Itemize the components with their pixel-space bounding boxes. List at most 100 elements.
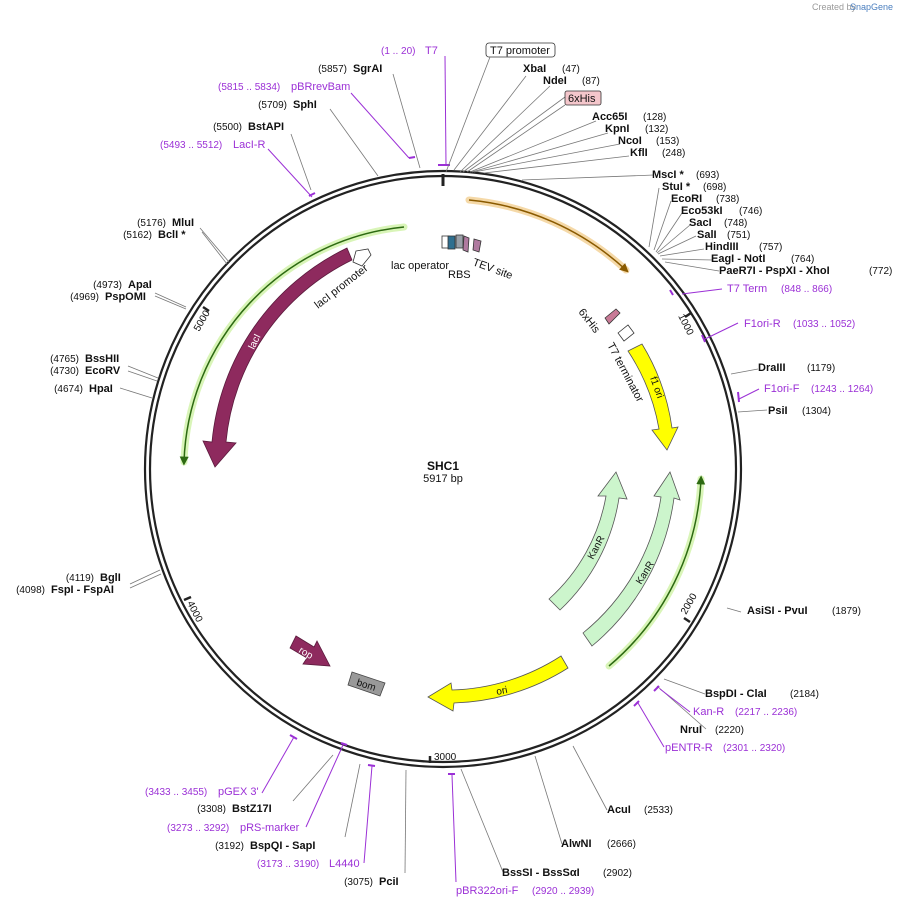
t7-terminator-mark[interactable] (617, 324, 635, 342)
enzyme-eagi-noti[interactable]: EagI - NotI (711, 253, 765, 265)
his-box[interactable] (455, 234, 464, 249)
primer-mark-kan-r (653, 685, 660, 692)
primer-range-pbrrevbam: (5815 .. 5834) (218, 82, 280, 93)
rop-arrow[interactable] (289, 635, 331, 667)
primer-mark-pentr-r (633, 700, 640, 707)
tick-label-2000: 2000 (679, 591, 700, 616)
enzyme-mlui[interactable]: MluI (172, 217, 194, 229)
enzyme-draiii[interactable]: DraIII (758, 362, 786, 374)
laci-promoter-arrow[interactable] (352, 248, 372, 267)
his-tag-callout[interactable]: 6xHis (466, 90, 602, 173)
primer-t7[interactable]: T7 (425, 45, 438, 57)
enzyme-num-msci: (693) (696, 170, 719, 181)
primer-pbr322ori-f[interactable]: pBR322ori-F (456, 885, 519, 897)
enzyme-num-asisi: (1879) (832, 606, 861, 617)
enzyme-acc65i[interactable]: Acc65I (592, 111, 627, 123)
primer-l4440[interactable]: L4440 (329, 858, 360, 870)
enzyme-bcli[interactable]: BclI * (158, 229, 186, 241)
bom-box[interactable] (347, 671, 386, 697)
tick-4000 (183, 595, 192, 602)
enzyme-kpni[interactable]: KpnI (605, 123, 629, 135)
enzyme-pcii[interactable]: PciI (379, 876, 399, 888)
enzyme-sgrai[interactable]: SgrAI (353, 63, 382, 75)
f1-ori-arrow[interactable] (627, 343, 679, 451)
rbs-box[interactable] (447, 235, 456, 250)
enzyme-num-eagi-noti: (764) (791, 254, 814, 265)
primer-mark-pgex3 (289, 734, 298, 740)
enzyme-num-acc65i: (128) (643, 112, 666, 123)
lac-operator-label: lac operator (391, 260, 449, 272)
primer-pgex3[interactable]: pGEX 3' (218, 786, 259, 798)
enzyme-ecori[interactable]: EcoRI (671, 193, 702, 205)
enzyme-msci[interactable]: MscI * (652, 169, 685, 181)
primer-range-pentr-r: (2301 .. 2320) (723, 743, 785, 754)
t7-promoter-callout[interactable]: T7 promoter (445, 42, 556, 173)
enzyme-num-bstapi: (5500) (213, 122, 242, 133)
enzyme-xbai[interactable]: XbaI (523, 63, 546, 75)
primer-f1ori-r[interactable]: F1ori-R (744, 318, 781, 330)
enzyme-num-kpni: (132) (645, 124, 668, 135)
enzyme-sphi[interactable]: SphI (293, 99, 317, 111)
enzyme-num-paer7i: (772) (869, 266, 892, 277)
t7-promoter-label: T7 promoter (490, 45, 550, 57)
tev-site-box-2[interactable] (472, 238, 482, 253)
credit-text: Created by (812, 2, 857, 12)
orf-left-arrow[interactable] (179, 226, 405, 466)
enzyme-num-pcii: (3075) (344, 877, 373, 888)
enzyme-num-acui: (2533) (644, 805, 673, 816)
enzyme-saci[interactable]: SacI (689, 217, 712, 229)
enzyme-alwni[interactable]: AlwNI (561, 838, 592, 850)
enzymes-left: (5857) SgrAI (5709) SphI (5500) BstAPI (… (16, 63, 398, 888)
enzyme-fspi-fspai[interactable]: FspI - FspAI (51, 584, 114, 596)
primer-t7-term[interactable]: T7 Term (727, 283, 767, 295)
enzyme-psii[interactable]: PsiI (768, 405, 788, 417)
enzyme-eco53ki[interactable]: Eco53kI (681, 205, 723, 217)
primer-f1ori-f[interactable]: F1ori-F (764, 383, 800, 395)
ori-arrow[interactable] (427, 655, 569, 712)
enzyme-ndei[interactable]: NdeI (543, 75, 567, 87)
enzyme-bsssi-bsssai[interactable]: BssSI - BssSαI (502, 867, 580, 879)
enzyme-bsshii[interactable]: BssHII (85, 353, 119, 365)
enzyme-paer7i-pspxi-xhoi[interactable]: PaeR7I - PspXI - XhoI (719, 265, 830, 277)
his-tag-inner-mark[interactable] (604, 308, 621, 325)
t7-promoter-leader (445, 56, 491, 173)
orf-top-halo (465, 196, 630, 274)
primer-range-pbr322ori-f: (2920 .. 2939) (532, 886, 594, 897)
enzyme-num-bstz17i: (3308) (197, 804, 226, 815)
enzyme-asisi-pvui[interactable]: AsiSI - PvuI (747, 605, 808, 617)
enzyme-num-ndei: (87) (582, 76, 600, 87)
enzyme-acui[interactable]: AcuI (607, 804, 631, 816)
enzyme-bgli[interactable]: BglI (100, 572, 121, 584)
kanr-arrow-outer[interactable] (582, 471, 681, 647)
orf-right-arrow[interactable] (608, 475, 706, 667)
primer-pbrrevbam[interactable]: pBRrevBam (291, 81, 350, 93)
primer-pentr-r[interactable]: pENTR-R (665, 742, 713, 754)
laci-arrow[interactable] (202, 247, 353, 468)
enzyme-num-bcli: (5162) (123, 230, 152, 241)
primer-laci-r[interactable]: LacI-R (233, 139, 265, 151)
enzyme-bstz17i[interactable]: BstZ17I (232, 803, 272, 815)
enzyme-bspdi-clai[interactable]: BspDI - ClaI (705, 688, 767, 700)
primer-kan-r[interactable]: Kan-R (693, 706, 724, 718)
enzyme-hindiii[interactable]: HindIII (705, 241, 739, 253)
enzyme-nrui[interactable]: NruI (680, 724, 702, 736)
enzyme-kfli[interactable]: KflI (630, 147, 648, 159)
enzyme-apai[interactable]: ApaI (128, 279, 152, 291)
enzyme-bspqi-sapi[interactable]: BspQI - SapI (250, 840, 315, 852)
primer-range-t7: (1 .. 20) (381, 46, 415, 57)
tick-5000 (202, 305, 210, 313)
primer-range-laci-r: (5493 .. 5512) (160, 140, 222, 151)
orf-top-arrow[interactable] (468, 199, 629, 273)
primer-mark-l4440 (367, 764, 376, 767)
enzyme-hpai[interactable]: HpaI (89, 383, 113, 395)
enzymes-right: XbaI (47) NdeI (87) Acc65I (128) KpnI (1… (502, 63, 892, 879)
enzyme-stui[interactable]: StuI * (662, 181, 691, 193)
tev-site-box[interactable] (462, 235, 470, 253)
kanr-arrow-inner[interactable] (548, 471, 628, 611)
enzyme-ecorv[interactable]: EcoRV (85, 365, 121, 377)
enzyme-ncoi[interactable]: NcoI (618, 135, 642, 147)
primer-prs-marker[interactable]: pRS-marker (240, 822, 300, 834)
enzyme-sali[interactable]: SalI (697, 229, 717, 241)
enzyme-bstapi[interactable]: BstAPI (248, 121, 284, 133)
enzyme-pspomi[interactable]: PspOMI (105, 291, 146, 303)
